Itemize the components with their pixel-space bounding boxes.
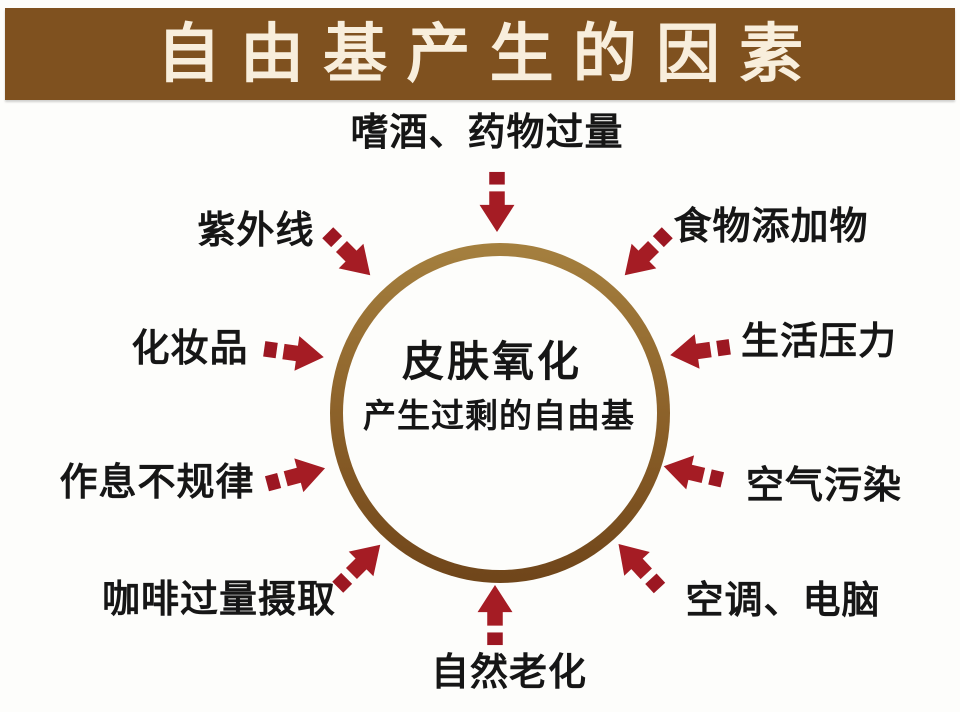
irregular-schedule-arrow-icon [264, 458, 326, 493]
air-pollution-arrow-icon [663, 455, 725, 490]
factor-label-air-pollution: 空气污染 [745, 465, 903, 508]
factor-label-cosmetics: 化妆品 [131, 328, 249, 371]
title-banner: 自由基产生的因素 [5, 8, 955, 100]
center-text-line2: 产生过剩的自由基 [363, 396, 635, 434]
factor-label-ac-computer: 空调、电脑 [685, 580, 881, 623]
central-circle-ring [330, 243, 670, 583]
factor-label-uv-rays: 紫外线 [197, 210, 315, 253]
uv-rays-arrow-icon [322, 227, 371, 276]
factor-label-coffee-excess: 咖啡过量摄取 [101, 579, 337, 622]
factor-label-life-stress: 生活压力 [740, 321, 898, 364]
food-additives-arrow-icon [624, 227, 673, 276]
factor-label-alcohol-drugs: 嗜酒、药物过量 [350, 112, 624, 155]
factor-label-irregular-schedule: 作息不规律 [59, 462, 255, 505]
center-text-line1: 皮肤氧化 [401, 337, 583, 385]
factor-label-natural-aging: 自然老化 [430, 652, 588, 695]
central-circle-fill [343, 256, 657, 570]
coffee-excess-arrow-icon [332, 544, 381, 593]
ac-computer-arrow-icon [618, 544, 666, 594]
cosmetics-arrow-icon [263, 336, 324, 371]
life-stress-arrow-icon [670, 334, 731, 369]
alcohol-drugs-arrow-icon [479, 171, 515, 233]
page-title: 自由基产生的因素 [156, 18, 823, 90]
factor-label-food-additives: 食物添加物 [673, 206, 869, 249]
natural-aging-arrow-icon [477, 584, 513, 646]
